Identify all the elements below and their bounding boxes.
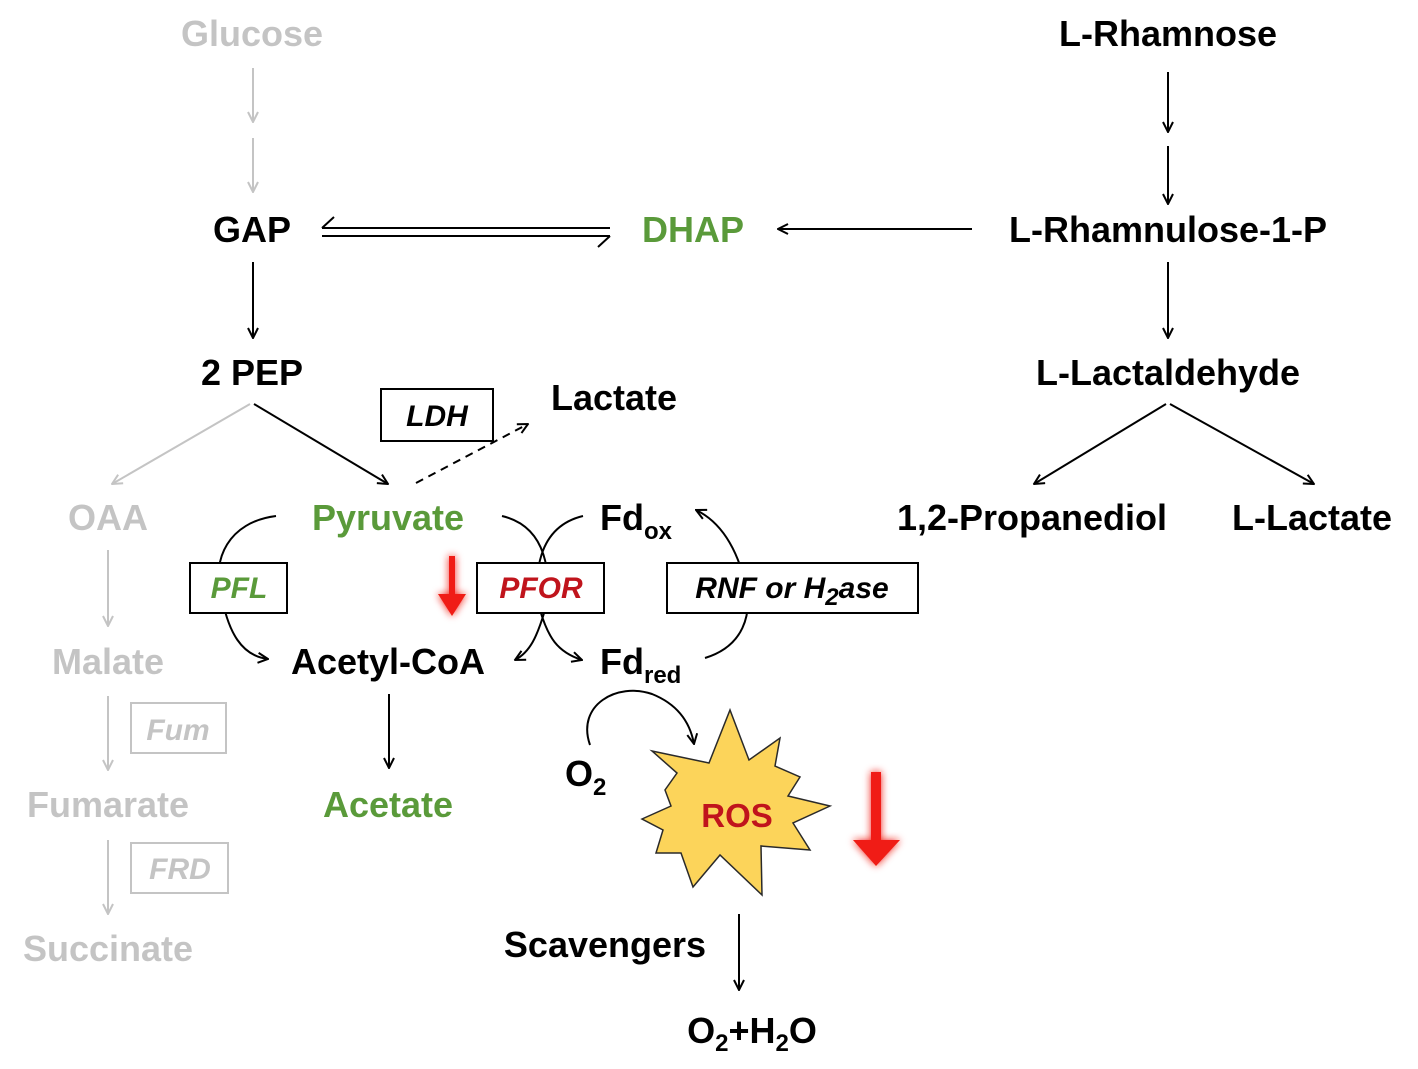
enzyme-box-pfl bbox=[189, 562, 288, 614]
label-oaa: OAA bbox=[68, 497, 148, 538]
arrow-pyruvate-lactate bbox=[415, 424, 528, 484]
arrow-o2-ros bbox=[586, 689, 694, 745]
ros-starburst bbox=[640, 707, 833, 897]
label-succinate: Succinate bbox=[23, 928, 193, 969]
label-fum: Fum bbox=[146, 714, 209, 747]
enzyme-box-pfor bbox=[476, 562, 605, 614]
label-dhap: DHAP bbox=[642, 209, 744, 250]
label-o2: O2 bbox=[565, 753, 606, 801]
label-fumarate: Fumarate bbox=[27, 784, 189, 825]
arrow-lactaldehyde-llactate bbox=[1169, 403, 1314, 484]
label-l-lactaldehyde: L-Lactaldehyde bbox=[1036, 352, 1300, 393]
label-l-rhamnulose-1-p: L-Rhamnulose-1-P bbox=[1009, 209, 1327, 250]
enzyme-box-fum bbox=[130, 702, 227, 754]
label-fd-ox: Fdox bbox=[600, 497, 673, 545]
arrow-pep-oaa bbox=[112, 403, 251, 484]
label-pfl: PFL bbox=[211, 572, 268, 605]
label-l-lactate: L-Lactate bbox=[1232, 497, 1392, 538]
label-ldh: LDH bbox=[406, 400, 469, 433]
arrow-lactaldehyde-propanediol bbox=[1034, 403, 1167, 484]
decrease-arrow-ros bbox=[853, 772, 900, 866]
arrow-gap-dhap-equilibrium bbox=[321, 216, 611, 248]
enzyme-box-ldh bbox=[380, 388, 494, 442]
label-gap: GAP bbox=[213, 209, 291, 250]
label-pep: 2 PEP bbox=[201, 352, 303, 393]
label-pfor: PFOR bbox=[499, 572, 583, 605]
label-glucose: Glucose bbox=[181, 13, 323, 54]
label-malate: Malate bbox=[52, 641, 164, 682]
label-rnf-h2ase: RNF or H2ase bbox=[695, 572, 888, 611]
enzyme-box-rnf bbox=[666, 562, 919, 614]
label-l-rhamnose: L-Rhamnose bbox=[1059, 13, 1277, 54]
arrow-pep-pyruvate bbox=[253, 403, 388, 484]
label-pyruvate: Pyruvate bbox=[312, 497, 464, 538]
decrease-arrow-pyruvate bbox=[438, 556, 466, 616]
label-lactate: Lactate bbox=[551, 377, 677, 418]
label-o2-h2o: O2+H2O bbox=[687, 1010, 817, 1057]
label-propanediol: 1,2-Propanediol bbox=[897, 497, 1167, 538]
enzyme-box-frd bbox=[130, 842, 229, 894]
label-fd-red: Fdred bbox=[600, 641, 681, 689]
label-scavengers: Scavengers bbox=[504, 924, 706, 965]
label-acetyl-coa: Acetyl-CoA bbox=[291, 641, 485, 682]
label-frd: FRD bbox=[149, 853, 211, 886]
label-ros: ROS bbox=[701, 797, 773, 834]
label-acetate: Acetate bbox=[323, 784, 453, 825]
